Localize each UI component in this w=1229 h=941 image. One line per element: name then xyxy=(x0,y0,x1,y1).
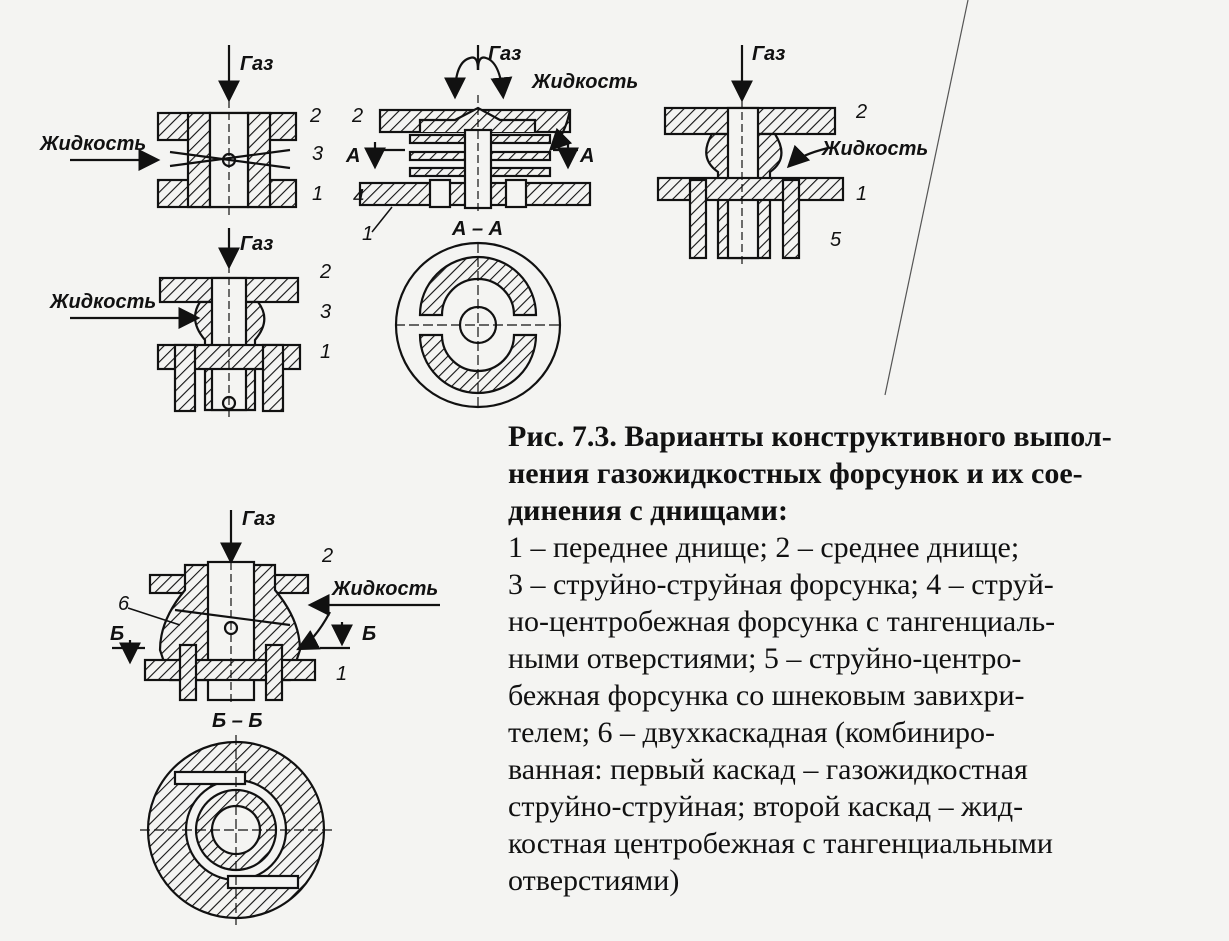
label-2-a: 2 xyxy=(309,105,321,127)
drawing-two-cascade-injector xyxy=(112,510,440,705)
label-2-e: 2 xyxy=(321,545,333,567)
drawing-jet-jet-injector xyxy=(70,45,298,215)
caption-title-3: динения с днищами: xyxy=(508,494,788,527)
section-bb-view xyxy=(140,735,332,925)
label-b-right: Б xyxy=(362,623,376,645)
drawing-injector-variant-2 xyxy=(70,228,302,420)
caption-line-9: костная центробежная с тангенциальными xyxy=(508,827,1053,860)
drawing-auger-injector xyxy=(656,45,845,265)
drawing-tangential-injector xyxy=(358,45,592,215)
caption-title-1: Рис. 7.3. Варианты конструктивного выпол… xyxy=(508,420,1112,453)
caption-line-7: ванная: первый каскад – газожидкостная xyxy=(508,753,1028,786)
label-1-d: 1 xyxy=(856,183,867,205)
label-3-b: 3 xyxy=(320,301,331,323)
caption-line-2: 3 – струйно-струйная форсунка; 4 – струй… xyxy=(508,568,1054,601)
stray-line xyxy=(884,0,969,396)
label-liquid-1: Жидкость xyxy=(39,133,146,155)
label-2-c: 2 xyxy=(351,105,363,127)
label-gas-5: Газ xyxy=(242,508,275,530)
label-gas-4: Газ xyxy=(752,43,785,65)
label-2-d: 2 xyxy=(855,101,867,123)
label-liquid-4: Жидкость xyxy=(821,138,928,160)
section-aa-view xyxy=(394,241,562,409)
label-5: 5 xyxy=(830,229,842,251)
label-6: 6 xyxy=(118,593,130,615)
label-1-e: 1 xyxy=(336,663,347,685)
label-2-b: 2 xyxy=(319,261,331,283)
caption-line-5: бежная форсунка со шнековым завихри- xyxy=(508,679,1025,712)
label-1-c: 1 xyxy=(362,223,373,245)
label-liquid-5: Жидкость xyxy=(331,578,438,600)
label-gas-2: Газ xyxy=(240,233,273,255)
label-1-b: 1 xyxy=(320,341,331,363)
caption-line-10: отверстиями) xyxy=(508,864,680,897)
label-b-left: Б xyxy=(110,623,124,645)
label-section-aa: А – А xyxy=(451,218,503,240)
label-section-bb: Б – Б xyxy=(212,710,263,732)
caption-line-4: ными отверстиями; 5 – струйно-центро- xyxy=(508,642,1022,675)
label-liquid-3: Жидкость xyxy=(531,71,638,93)
caption-title-2: нения газожидкостных форсунок и их сое- xyxy=(508,457,1083,490)
label-3-a: 3 xyxy=(312,143,323,165)
label-4: 4 xyxy=(353,186,364,208)
label-1-a: 1 xyxy=(312,183,323,205)
caption-line-8: струйно-струйная; второй каскад – жид- xyxy=(508,790,1024,823)
caption-line-3: но-центробежная форсунка с тангенциаль- xyxy=(508,605,1056,638)
caption-line-1: 1 – переднее днище; 2 – среднее днище; xyxy=(508,531,1020,564)
label-gas-1: Газ xyxy=(240,53,273,75)
label-liquid-2: Жидкость xyxy=(49,291,156,313)
label-gas-3: Газ xyxy=(488,43,521,65)
label-a-right: А xyxy=(579,145,594,167)
caption-line-6: телем; 6 – двухкаскадная (комбиниро- xyxy=(508,716,995,749)
figure-caption: Рис. 7.3. Варианты конструктивного выпол… xyxy=(508,418,1208,899)
label-a-left: А xyxy=(345,145,360,167)
